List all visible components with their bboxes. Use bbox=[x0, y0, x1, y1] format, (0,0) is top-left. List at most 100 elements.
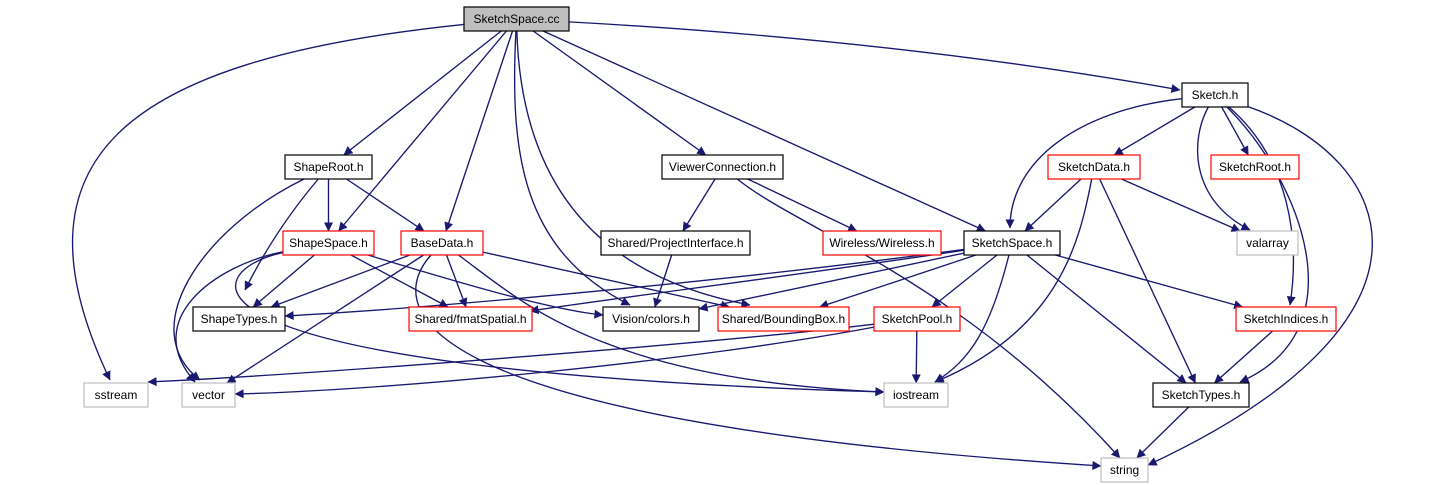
node-sstream[interactable]: sstream bbox=[83, 382, 149, 408]
edge-sketchspace-cc-to-basedata-h bbox=[444, 30, 514, 232]
node-box bbox=[1100, 457, 1149, 483]
edge-sketchdata-h-to-iostream bbox=[934, 178, 1093, 383]
node-label: Wireless/Wireless.h bbox=[829, 236, 934, 250]
node-label: valarray bbox=[1246, 236, 1289, 250]
node-label: Sketch.h bbox=[1192, 88, 1239, 102]
edge-shapespace-h-to-shapetypes-h bbox=[252, 254, 315, 308]
node-box bbox=[408, 306, 533, 332]
edge-sketchspace-h-to-iostream bbox=[934, 254, 1010, 383]
node-label: ShapeRoot.h bbox=[293, 160, 363, 174]
node-label: SketchSpace.cc bbox=[473, 12, 559, 26]
node-box bbox=[1236, 230, 1299, 256]
edge-sketchspace-cc-to-colors-h bbox=[513, 30, 631, 306]
edge-sketchdata-h-to-valarray bbox=[1121, 178, 1241, 232]
node-box bbox=[284, 154, 373, 180]
edge-sketch-h-to-valarray bbox=[1197, 106, 1251, 231]
edge-sketchpool-h-to-iostream bbox=[911, 330, 921, 384]
node-box bbox=[822, 230, 942, 256]
edge-sketchspace-h-to-colors-h bbox=[698, 252, 965, 312]
edge-sketchpool-h-to-sstream bbox=[147, 323, 875, 387]
node-shapespace-h[interactable]: ShapeSpace.h bbox=[282, 230, 375, 256]
node-label: Shared/ProjectInterface.h bbox=[607, 236, 743, 250]
edge-sketchtypes-h-to-string bbox=[1136, 406, 1190, 459]
edge-shapespace-h-to-vector bbox=[175, 251, 284, 383]
node-valarray[interactable]: valarray bbox=[1236, 230, 1299, 256]
node-sketch-h[interactable]: Sketch.h bbox=[1181, 82, 1249, 108]
node-box bbox=[1181, 82, 1249, 108]
edge-sketchspace-h-to-sketchindices-h bbox=[1055, 254, 1244, 310]
edge-basedata-h-to-string bbox=[415, 254, 1102, 470]
edge-sketchdata-h-to-sketchspace-h bbox=[1024, 178, 1082, 232]
node-label: SketchIndices.h bbox=[1244, 312, 1329, 326]
node-label: SketchPool.h bbox=[882, 312, 953, 326]
node-box bbox=[602, 306, 700, 332]
node-box bbox=[1152, 382, 1250, 408]
edge-shapespace-h-to-fmatspatial-h bbox=[350, 254, 449, 308]
node-label: Vision/colors.h bbox=[612, 312, 690, 326]
node-box bbox=[192, 306, 286, 332]
edge-sketchspace-cc-to-shapespace-h bbox=[338, 30, 507, 232]
edge-shapespace-h-to-colors-h bbox=[367, 254, 604, 319]
node-box bbox=[463, 6, 570, 32]
node-box bbox=[661, 154, 784, 180]
node-box bbox=[181, 382, 236, 408]
edge-shaperoot-h-to-shapetypes-h bbox=[244, 178, 319, 291]
node-projectinterface-h[interactable]: Shared/ProjectInterface.h bbox=[600, 230, 751, 256]
edge-basedata-h-to-vector bbox=[226, 254, 424, 384]
node-sketchroot-h[interactable]: SketchRoot.h bbox=[1210, 154, 1300, 180]
node-label: vector bbox=[192, 388, 225, 402]
node-label: Shared/fmatSpatial.h bbox=[414, 312, 526, 326]
node-sketchindices-h[interactable]: SketchIndices.h bbox=[1235, 306, 1337, 332]
node-wireless-h[interactable]: Wireless/Wireless.h bbox=[822, 230, 942, 256]
node-boundingbox-h[interactable]: Shared/BoundingBox.h bbox=[717, 306, 850, 332]
edge-sketchspace-h-to-sketchpool-h bbox=[931, 254, 998, 308]
node-box bbox=[873, 306, 961, 332]
node-label: SketchSpace.h bbox=[972, 236, 1053, 250]
edge-projectinterface-h-to-colors-h bbox=[653, 254, 673, 308]
node-label: ViewerConnection.h bbox=[669, 160, 776, 174]
node-fmatspatial-h[interactable]: Shared/fmatSpatial.h bbox=[408, 306, 533, 332]
edge-viewerconnection-h-to-string bbox=[736, 178, 1121, 459]
edge-sketch-h-to-sketchroot-h bbox=[1221, 106, 1249, 156]
node-label: SketchData.h bbox=[1058, 160, 1130, 174]
node-box bbox=[600, 230, 751, 256]
node-box bbox=[963, 230, 1061, 256]
node-label: ShapeSpace.h bbox=[289, 236, 368, 250]
edge-basedata-h-to-iostream bbox=[458, 254, 885, 397]
edge-basedata-h-to-shapetypes-h bbox=[270, 254, 411, 309]
node-label: SketchRoot.h bbox=[1219, 160, 1291, 174]
node-box bbox=[883, 382, 949, 408]
node-string[interactable]: string bbox=[1100, 457, 1149, 483]
node-sketchpool-h[interactable]: SketchPool.h bbox=[873, 306, 961, 332]
node-label: ShapeTypes.h bbox=[201, 312, 278, 326]
node-viewerconnection-h[interactable]: ViewerConnection.h bbox=[661, 154, 784, 180]
node-shapetypes-h[interactable]: ShapeTypes.h bbox=[192, 306, 286, 332]
edge-sketch-h-to-sketchdata-h bbox=[1113, 106, 1196, 156]
node-label: iostream bbox=[893, 388, 939, 402]
node-basedata-h[interactable]: BaseData.h bbox=[400, 230, 484, 256]
node-colors-h[interactable]: Vision/colors.h bbox=[602, 306, 700, 332]
node-label: Shared/BoundingBox.h bbox=[722, 312, 845, 326]
node-sketchspace-h[interactable]: SketchSpace.h bbox=[963, 230, 1061, 256]
node-box bbox=[282, 230, 375, 256]
edge-sketchspace-h-to-shapetypes-h bbox=[284, 248, 965, 321]
node-label: SketchTypes.h bbox=[1162, 388, 1241, 402]
node-box bbox=[1210, 154, 1300, 180]
node-sketchdata-h[interactable]: SketchData.h bbox=[1047, 154, 1141, 180]
node-sketchspace-cc[interactable]: SketchSpace.cc bbox=[463, 6, 570, 32]
node-box bbox=[83, 382, 149, 408]
node-shaperoot-h[interactable]: ShapeRoot.h bbox=[284, 154, 373, 180]
node-label: BaseData.h bbox=[411, 236, 474, 250]
edge-sketchindices-h-to-sketchtypes-h bbox=[1213, 330, 1274, 384]
node-iostream[interactable]: iostream bbox=[883, 382, 949, 408]
node-label: string bbox=[1110, 463, 1139, 477]
edge-sketch-h-to-sketchspace-h bbox=[1005, 97, 1183, 229]
edge-sketchspace-h-to-fmatspatial-h bbox=[529, 249, 965, 315]
node-sketchtypes-h[interactable]: SketchTypes.h bbox=[1152, 382, 1250, 408]
node-vector[interactable]: vector bbox=[181, 382, 236, 408]
edge-shaperoot-h-to-vector bbox=[173, 178, 305, 381]
edge-shaperoot-h-to-basedata-h bbox=[346, 178, 425, 232]
edge-viewerconnection-h-to-projectinterface-h bbox=[682, 178, 716, 232]
